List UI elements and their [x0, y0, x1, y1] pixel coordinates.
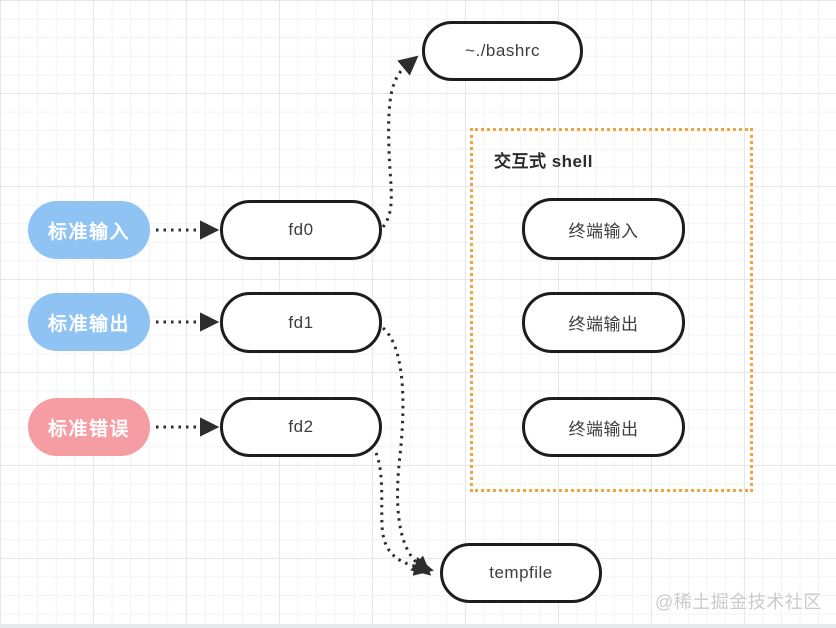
node-terminal-output-2: 终端输出	[522, 397, 685, 457]
watermark: @稀土掘金技术社区	[655, 592, 822, 612]
node-tempfile-label: tempfile	[489, 563, 553, 582]
node-fd0-label: fd0	[288, 220, 314, 239]
node-fd0: fd0	[220, 200, 382, 260]
pill-standard-input-label: 标准输入	[47, 221, 130, 243]
node-terminal-input-label: 终端输入	[568, 221, 639, 241]
node-bashrc: ~./bashrc	[422, 21, 583, 81]
pill-standard-output: 标准输出	[28, 293, 150, 351]
node-fd1-label: fd1	[288, 312, 314, 332]
pill-standard-error: 标准错误	[28, 398, 150, 456]
node-tempfile: tempfile	[440, 543, 602, 603]
pill-standard-error-label: 标准错误	[47, 418, 130, 440]
node-bashrc-label: ~./bashrc	[465, 41, 540, 60]
node-terminal-input: 终端输入	[522, 198, 685, 260]
pill-standard-output-label: 标准输出	[47, 313, 130, 335]
node-fd2-label: fd2	[288, 417, 314, 436]
interactive-shell-group: 交互式 shell 终端输入 终端输出 终端输出	[470, 128, 753, 492]
bottom-edge	[0, 624, 836, 628]
arrow-fd0-to-bashrc	[381, 55, 419, 228]
arrow-fd1-to-tempfile	[381, 326, 432, 576]
node-terminal-output-2-label: 终端输出	[568, 419, 639, 439]
node-terminal-output-1-label: 终端输出	[568, 315, 639, 334]
arrow-fd2-to-tempfile	[374, 452, 434, 576]
node-terminal-output-1: 终端输出	[522, 292, 685, 353]
pill-standard-input: 标准输入	[28, 201, 150, 259]
node-fd2: fd2	[220, 397, 382, 457]
node-fd1: fd1	[220, 292, 382, 353]
interactive-shell-title: 交互式 shell	[494, 152, 593, 171]
